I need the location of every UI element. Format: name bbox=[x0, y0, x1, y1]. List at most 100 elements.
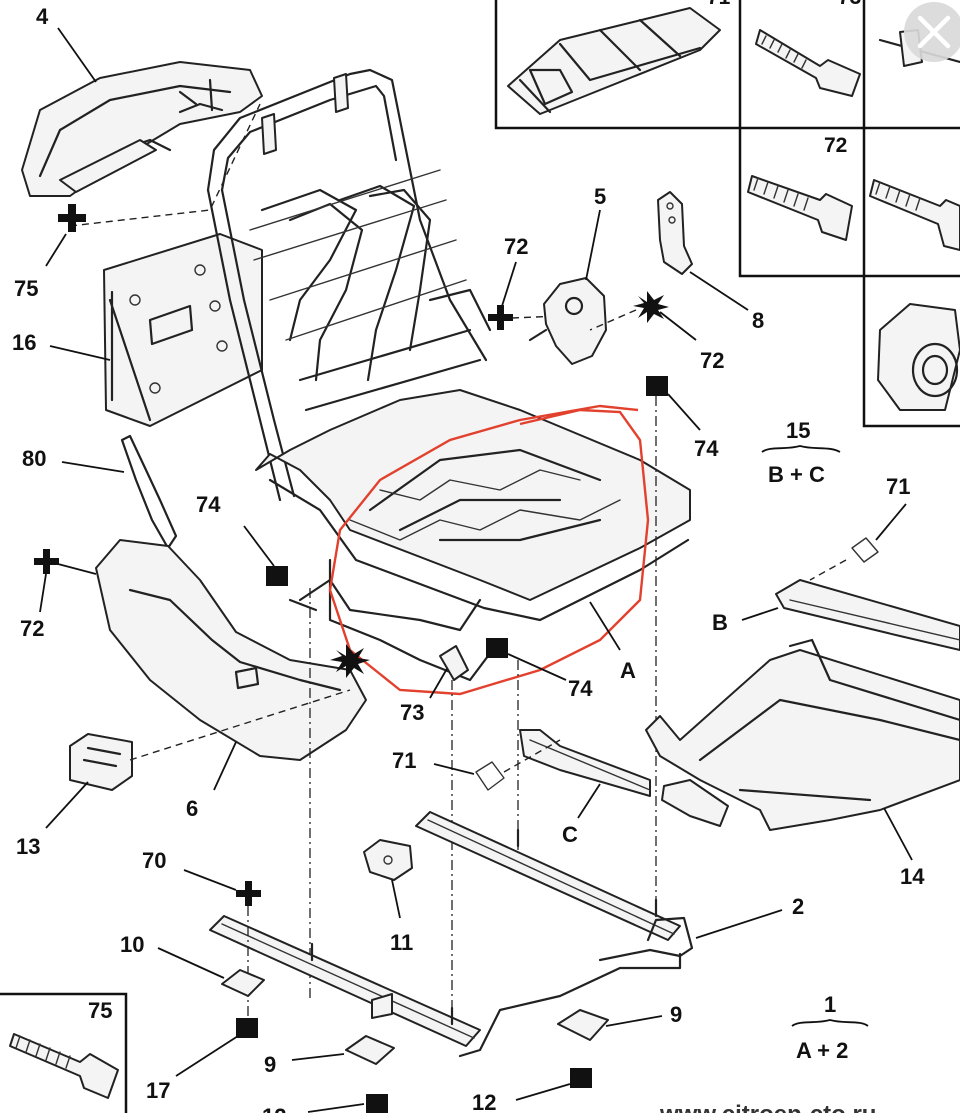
callout-1: 1 bbox=[824, 992, 836, 1017]
screw-75-thread bbox=[15, 1035, 71, 1069]
leader-74-right bbox=[667, 393, 701, 431]
leader-12-right bbox=[515, 1083, 571, 1101]
callout-12-right: 12 bbox=[472, 1090, 496, 1113]
callout-11: 11 bbox=[390, 930, 413, 955]
dash-13 bbox=[129, 689, 351, 761]
inset-75-border bbox=[0, 992, 128, 1113]
plus-marker-72-mid bbox=[488, 305, 513, 330]
part-8-drawing bbox=[657, 191, 693, 275]
leader-11 bbox=[391, 879, 401, 919]
part-11-drawing bbox=[363, 839, 413, 881]
callout-1-sub: A + 2 bbox=[796, 1038, 848, 1063]
callout-72-right: 72 bbox=[700, 348, 724, 373]
callout-75: 75 bbox=[14, 276, 38, 301]
leader-71-right bbox=[875, 503, 907, 541]
plus-marker-75 bbox=[58, 204, 86, 232]
square-marker-74-right bbox=[646, 376, 668, 396]
star-marker-72 bbox=[633, 291, 669, 323]
part-10-drawing bbox=[221, 969, 265, 997]
part-71-square-mid bbox=[475, 761, 505, 791]
leader-71-mid bbox=[433, 763, 475, 775]
square-marker-12-right bbox=[570, 1068, 592, 1088]
close-icon bbox=[917, 15, 951, 49]
leader-4 bbox=[57, 27, 97, 83]
square-marker-74-bottom bbox=[486, 638, 508, 658]
leader-74-left bbox=[243, 525, 275, 567]
leader-10 bbox=[157, 947, 225, 979]
leader-72-left bbox=[57, 563, 97, 575]
callout-15-sub: B + C bbox=[768, 462, 825, 487]
leader-A bbox=[589, 601, 621, 651]
bolt-73-drawing bbox=[755, 29, 861, 97]
leader-14 bbox=[883, 807, 913, 861]
callout-12-left: 12 bbox=[262, 1104, 286, 1113]
callout-73-table: 73 bbox=[838, 0, 861, 9]
watermark: www.citroen-cto.ru bbox=[659, 1101, 876, 1113]
leader-72-star bbox=[659, 311, 697, 341]
leader-9-left bbox=[291, 1053, 345, 1061]
callout-9-right: 9 bbox=[670, 1002, 682, 1027]
leader-C bbox=[577, 783, 601, 819]
part-C-rail-drawing bbox=[519, 729, 651, 797]
brace-15 bbox=[761, 445, 841, 453]
leader-12-left bbox=[307, 1103, 365, 1113]
stud-left bbox=[288, 598, 318, 612]
part-71-square-right bbox=[851, 537, 879, 563]
nut-drawing bbox=[877, 303, 960, 411]
close-button[interactable] bbox=[904, 2, 960, 62]
callout-A: A bbox=[620, 658, 636, 683]
callout-2: 2 bbox=[792, 894, 804, 919]
part-4-drawing bbox=[21, 61, 263, 197]
dash-71-right bbox=[809, 559, 847, 581]
square-marker-17 bbox=[236, 1018, 258, 1038]
inset-75: 75 bbox=[0, 992, 128, 1113]
callout-74-left: 74 bbox=[196, 492, 221, 517]
callout-75-inset: 75 bbox=[88, 998, 112, 1023]
table-border-top bbox=[494, 0, 960, 130]
callout-17: 17 bbox=[146, 1078, 170, 1103]
part-B-rail-drawing bbox=[775, 579, 960, 651]
callout-8: 8 bbox=[752, 308, 764, 333]
square-marker-74-left bbox=[266, 566, 288, 586]
table-border-mid bbox=[738, 0, 960, 278]
callout-71-table: 71 bbox=[707, 0, 731, 9]
leader-B bbox=[741, 607, 779, 621]
callout-B: B bbox=[712, 610, 728, 635]
callout-15: 15 bbox=[786, 418, 810, 443]
plus-marker-72-left bbox=[34, 549, 59, 574]
group-15-label: 15 B + C bbox=[761, 418, 841, 487]
callout-13: 13 bbox=[16, 834, 40, 859]
screw-72-drawing bbox=[747, 175, 853, 241]
screw-right-drawing bbox=[869, 179, 960, 251]
right-slide-rail-drawing bbox=[415, 811, 694, 1058]
fastener-table: 71 73 72 bbox=[494, 0, 960, 428]
red-highlight-circle bbox=[328, 404, 650, 696]
part-9-left-drawing bbox=[345, 1035, 395, 1065]
leader-2 bbox=[695, 909, 783, 939]
callout-71-right: 71 bbox=[886, 474, 910, 499]
leader-72-left-down bbox=[39, 573, 47, 613]
callout-9-left: 9 bbox=[264, 1052, 276, 1077]
callout-80: 80 bbox=[22, 446, 46, 471]
screw-75-drawing bbox=[9, 1033, 119, 1099]
leader-5 bbox=[585, 209, 601, 281]
part-5-drawing bbox=[528, 277, 607, 365]
group-1-label: 1 A + 2 bbox=[791, 992, 869, 1063]
leader-17 bbox=[175, 1035, 239, 1077]
leader-9-right bbox=[605, 1015, 663, 1027]
callout-71-mid: 71 bbox=[392, 748, 416, 773]
part-73-drawing bbox=[439, 645, 469, 681]
callout-70: 70 bbox=[142, 848, 166, 873]
square-marker-12-left bbox=[366, 1094, 388, 1113]
leader-80 bbox=[61, 461, 125, 473]
leader-70 bbox=[183, 869, 237, 891]
left-slide-rail-drawing bbox=[209, 915, 481, 1047]
callout-14: 14 bbox=[900, 864, 925, 889]
callout-4: 4 bbox=[36, 4, 49, 29]
callout-6: 6 bbox=[186, 796, 198, 821]
leader-16 bbox=[49, 345, 111, 361]
leader-13 bbox=[45, 781, 89, 829]
callout-72-mid: 72 bbox=[504, 234, 528, 259]
